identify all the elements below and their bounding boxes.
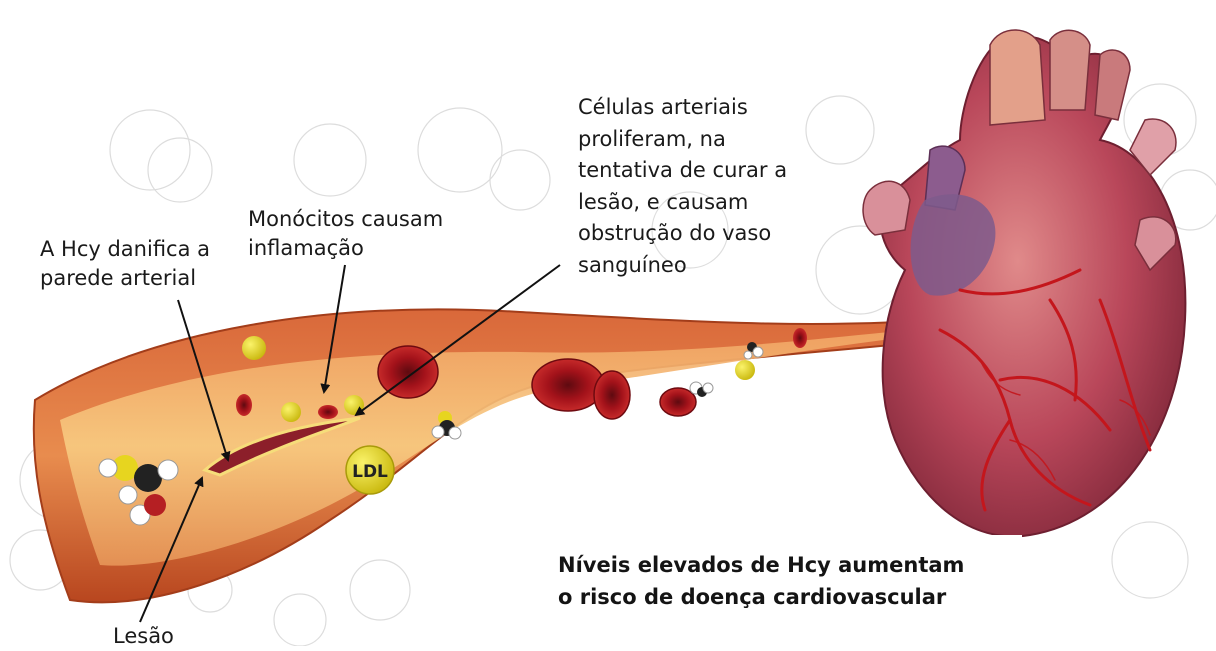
heart [863, 30, 1185, 536]
ldl-particle: LDL [346, 446, 394, 494]
label-monocytes: Monócitos causam inflamação [248, 205, 488, 263]
label-hcy-damage: A Hcy danifica a parede arterial [40, 235, 240, 293]
label-cell-proliferation: Células arteriais proliferam, na tentati… [578, 92, 868, 281]
label-lesion: Lesão [113, 622, 203, 651]
caption-text: Níveis elevados de Hcy aumentam o risco … [558, 549, 1018, 613]
ldl-label: LDL [352, 462, 388, 482]
caption-box: Níveis elevados de Hcy aumentam o risco … [490, 535, 1022, 641]
